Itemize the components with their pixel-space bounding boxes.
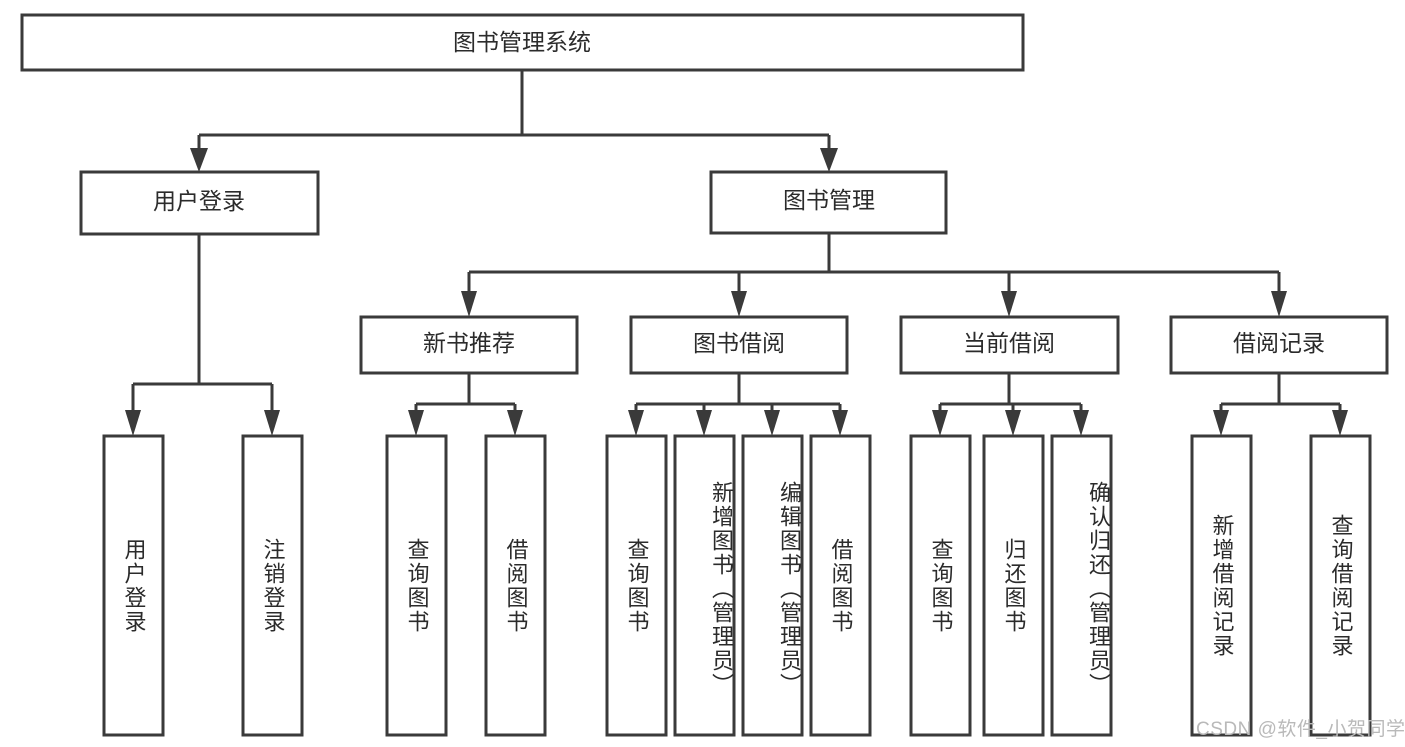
arrow-bb-leaf-4 — [832, 410, 848, 436]
leaf-box-return-book[interactable] — [982, 434, 1045, 737]
leaf-box-query-book-cb[interactable] — [909, 434, 972, 737]
node-borrow-record[interactable]: 借阅记录 — [1169, 315, 1389, 375]
leaf-box-add-book-admin[interactable] — [673, 434, 736, 737]
arrow-bb-leaf-3 — [764, 410, 780, 436]
node-current-borrow-box[interactable] — [899, 315, 1120, 375]
arrow-br-leaf-1 — [1213, 410, 1229, 436]
arrow-to-current-borrow — [1001, 291, 1017, 317]
node-root-box[interactable] — [20, 13, 1025, 72]
node-new-book-recommend-box[interactable] — [359, 315, 579, 375]
node-book-management-box[interactable] — [709, 170, 948, 235]
node-book-borrow[interactable]: 图书借阅 — [629, 315, 849, 375]
leaf-box-edit-book-admin[interactable] — [741, 434, 804, 737]
node-root-label: 图书管理系统 — [453, 29, 591, 55]
arrow-cb-leaf-1 — [932, 410, 948, 436]
leaf-box-query-borrow-record[interactable] — [1309, 434, 1372, 737]
arrow-to-leaf-user-login — [125, 410, 141, 436]
arrow-to-book-borrow — [731, 291, 747, 317]
arrow-cb-leaf-3 — [1073, 410, 1089, 436]
leaf-box-add-borrow-record[interactable] — [1190, 434, 1253, 737]
node-book-management[interactable]: 图书管理 — [709, 170, 948, 235]
leaf-box-logout[interactable] — [241, 434, 304, 737]
node-root[interactable]: 图书管理系统 — [20, 13, 1025, 72]
node-current-borrow[interactable]: 当前借阅 — [899, 315, 1120, 375]
leaf-box-borrow-book-nbr[interactable] — [484, 434, 547, 737]
arrow-to-new-book-recommend — [461, 291, 477, 317]
node-current-borrow-label: 当前借阅 — [963, 330, 1055, 356]
node-new-book-recommend-label: 新书推荐 — [423, 330, 515, 356]
leaf-box-borrow-book-bb[interactable] — [809, 434, 872, 737]
node-new-book-recommend[interactable]: 新书推荐 — [359, 315, 579, 375]
arrow-nbr-leaf-1 — [408, 410, 424, 436]
arrow-bb-leaf-1 — [628, 410, 644, 436]
node-user-login[interactable]: 用户登录 — [79, 170, 320, 236]
arrow-cb-leaf-2 — [1005, 410, 1021, 436]
arrow-root-to-book-mgmt — [820, 148, 838, 172]
leaf-box-query-book-bb[interactable] — [605, 434, 668, 737]
node-user-login-label: 用户登录 — [153, 188, 245, 214]
node-book-borrow-label: 图书借阅 — [693, 330, 785, 356]
leaf-box-user-login[interactable] — [102, 434, 165, 737]
arrow-br-leaf-2 — [1332, 410, 1348, 436]
node-borrow-record-label: 借阅记录 — [1233, 330, 1325, 356]
node-book-management-label: 图书管理 — [783, 187, 875, 213]
csdn-watermark: CSDN @软件_小贺同学 — [1196, 719, 1405, 740]
arrow-to-leaf-logout — [264, 410, 280, 436]
leaf-box-query-book-nbr[interactable] — [385, 434, 448, 737]
arrow-root-to-user-login — [190, 148, 208, 172]
arrow-nbr-leaf-2 — [507, 410, 523, 436]
node-borrow-record-box[interactable] — [1169, 315, 1389, 375]
arrow-to-borrow-record — [1271, 291, 1287, 317]
node-book-borrow-box[interactable] — [629, 315, 849, 375]
leaf-box-confirm-return-admin[interactable] — [1050, 434, 1113, 737]
arrow-bb-leaf-2 — [696, 410, 712, 436]
